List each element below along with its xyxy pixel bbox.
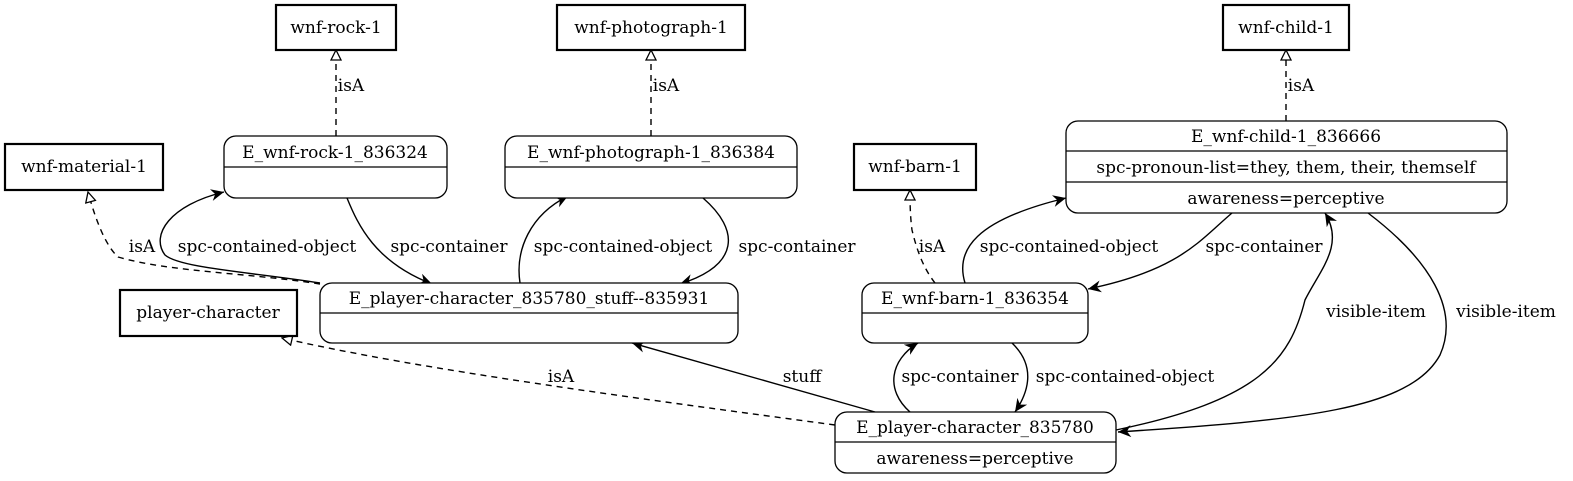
edge-player-container [893,342,919,413]
label-visible-item-1: visible-item [1325,302,1426,322]
class-node-rock[interactable]: wnf-rock-1 [274,3,398,52]
label-rock-container: spc-container [390,237,508,257]
entity-node-player-awareness: awareness=perceptive [876,449,1073,469]
entity-node-child-pronouns: spc-pronoun-list=they, them, their, them… [1096,158,1477,178]
entity-node-rock[interactable]: E_wnf-rock-1_836324 [223,135,448,199]
entity-node-photograph-name: E_wnf-photograph-1_836384 [527,143,775,163]
class-node-material-label: wnf-material-1 [21,157,147,177]
entity-node-child-awareness: awareness=perceptive [1187,189,1384,209]
label-isa-child: isA [1288,76,1315,96]
label-barn-contained-object: spc-contained-object [980,237,1159,257]
label-player-container: spc-container [901,367,1019,387]
edge-barn-contained-object [961,195,1067,284]
edge-visible-item-2 [1117,212,1447,438]
edge-visible-item-1 [1115,212,1337,431]
class-node-photograph-label: wnf-photograph-1 [574,18,728,38]
class-node-child[interactable]: wnf-child-1 [1221,3,1351,52]
entity-node-rock-name: E_wnf-rock-1_836324 [242,143,428,163]
entity-node-stuff-name: E_player-character_835780_stuff--835931 [349,289,710,309]
edge-rock-container [346,197,433,285]
class-node-barn-label: wnf-barn-1 [868,157,962,177]
entity-node-stuff[interactable]: E_player-character_835780_stuff--835931 [319,282,739,344]
edge-isa-player [282,338,836,426]
label-visible-item-2: visible-item [1455,302,1556,322]
label-stuff: stuff [783,367,824,387]
edge-isa-barn [910,190,936,284]
label-rock-contained-object: spc-contained-object [178,237,357,257]
entity-node-player-name: E_player-character_835780 [856,418,1094,438]
label-photo-contained-object: spc-contained-object [534,237,713,257]
label-isa-player: isA [548,367,575,387]
label-isa-barn: isA [919,237,946,257]
edge-isa-material [88,192,321,285]
entity-node-barn-name: E_wnf-barn-1_836354 [881,289,1069,309]
label-isa-rock: isA [338,76,365,96]
entity-node-barn[interactable]: E_wnf-barn-1_836354 [861,282,1089,344]
edge-photo-contained-object [518,195,569,284]
entity-node-photograph[interactable]: E_wnf-photograph-1_836384 [504,135,798,199]
label-child-container: spc-container [1205,237,1323,257]
edge-child-container [1087,212,1233,293]
edge-stuff [631,340,876,413]
class-node-photograph[interactable]: wnf-photograph-1 [555,3,747,52]
label-isa-material: isA [129,237,156,257]
edges [88,50,1447,438]
edge-photo-container [679,197,730,286]
edge-player-contained-object [1011,342,1029,413]
class-node-rock-label: wnf-rock-1 [290,18,381,38]
class-node-barn[interactable]: wnf-barn-1 [852,142,978,192]
class-node-material[interactable]: wnf-material-1 [3,142,165,192]
entity-node-player[interactable]: E_player-character_835780 awareness=perc… [834,411,1117,474]
edge-rock-contained-object [159,189,321,284]
label-isa-photograph: isA [653,76,680,96]
class-node-child-label: wnf-child-1 [1238,18,1334,38]
label-player-contained-object: spc-contained-object [1036,367,1215,387]
label-photo-container: spc-container [738,237,856,257]
class-node-player[interactable]: player-character [118,288,299,338]
entity-node-child[interactable]: E_wnf-child-1_836666 spc-pronoun-list=th… [1065,120,1508,214]
entity-node-child-name: E_wnf-child-1_836666 [1191,127,1381,147]
edge-labels: isA isA isA isA isA isA spc-contained-ob… [129,76,1556,387]
class-node-player-label: player-character [136,303,280,323]
